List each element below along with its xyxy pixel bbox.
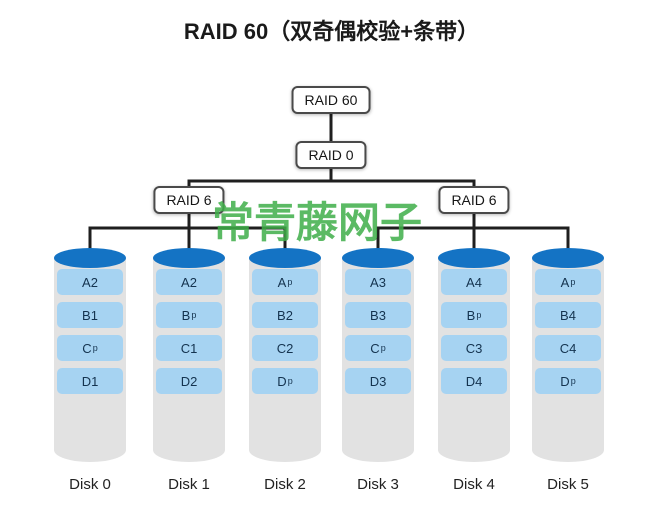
disk-label: Disk 2 xyxy=(264,476,306,493)
disk-label: Disk 4 xyxy=(453,476,495,493)
disk-block: C3 xyxy=(441,335,507,361)
disk-block: D1 xyxy=(57,368,123,394)
disk-block: B4 xyxy=(535,302,601,328)
node-raid60: RAID 60 xyxy=(291,86,371,114)
node-raid0: RAID 0 xyxy=(295,141,367,169)
disk-block: B3 xyxy=(345,302,411,328)
disk-label: Disk 5 xyxy=(547,476,589,493)
node-raid6-right: RAID 6 xyxy=(438,186,510,214)
disk-block: D3 xyxy=(345,368,411,394)
disk-top-ellipse xyxy=(54,248,126,268)
disk-block: A4 xyxy=(441,269,507,295)
disk-label: Disk 3 xyxy=(357,476,399,493)
disk-top-ellipse xyxy=(532,248,604,268)
disk-top-ellipse xyxy=(153,248,225,268)
disk-top-ellipse xyxy=(342,248,414,268)
disk-block: C2 xyxy=(252,335,318,361)
disk-label: Disk 1 xyxy=(168,476,210,493)
disk-block: B1 xyxy=(57,302,123,328)
disk-block: A2 xyxy=(57,269,123,295)
disk-block: A3 xyxy=(345,269,411,295)
disk-top-ellipse xyxy=(438,248,510,268)
disk-block: C1 xyxy=(156,335,222,361)
disk-label: Disk 0 xyxy=(69,476,111,493)
disk-block: D4 xyxy=(441,368,507,394)
disk-block: C4 xyxy=(535,335,601,361)
disk-block: A2 xyxy=(156,269,222,295)
disk-block: D2 xyxy=(156,368,222,394)
node-raid6-left: RAID 6 xyxy=(153,186,225,214)
disk-top-ellipse xyxy=(249,248,321,268)
page-title: RAID 60（双奇偶校验+条带） xyxy=(183,19,480,44)
disk-block: B2 xyxy=(252,302,318,328)
